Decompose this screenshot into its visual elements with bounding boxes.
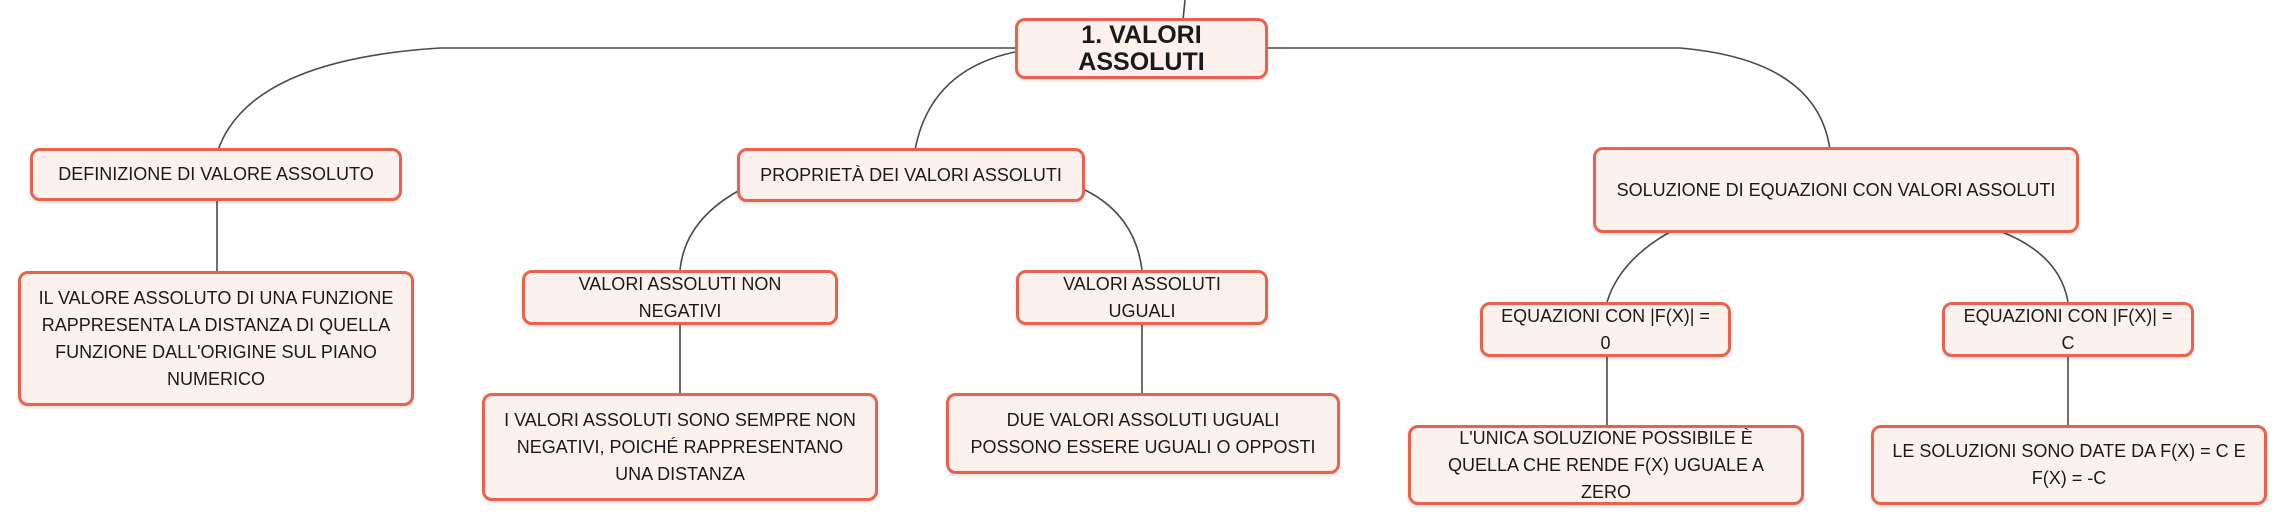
- node-definizione[interactable]: DEFINIZIONE DI VALORE ASSOLUTO: [30, 148, 402, 201]
- connector-soluzione-costante: [2001, 231, 2069, 303]
- node-soluzione[interactable]: SOLUZIONE DI EQUAZIONI CON VALORI ASSOLU…: [1593, 147, 2079, 233]
- node-uguali-detail[interactable]: DUE VALORI ASSOLUTI UGUALI POSSONO ESSER…: [946, 393, 1340, 474]
- node-non-negativi-detail[interactable]: I VALORI ASSOLUTI SONO SEMPRE NON NEGATI…: [482, 393, 878, 501]
- node-zero[interactable]: EQUAZIONI CON |F(X)| = 0: [1480, 302, 1731, 357]
- node-zero-detail-text: L'UNICA SOLUZIONE POSSIBILE È QUELLA CHE…: [1447, 427, 1765, 502]
- node-zero-detail[interactable]: L'UNICA SOLUZIONE POSSIBILE È QUELLA CHE…: [1408, 425, 1804, 505]
- node-costante-detail[interactable]: LE SOLUZIONI SONO DATE DA F(X) = C E F(X…: [1871, 425, 2267, 505]
- node-costante-label: EQUAZIONI CON |F(X)| = C: [1963, 305, 2173, 353]
- root-node[interactable]: 1. VALORI ASSOLUTI: [1015, 18, 1268, 79]
- node-definizione-label: DEFINIZIONE DI VALORE ASSOLUTO: [58, 164, 374, 184]
- node-proprieta[interactable]: PROPRIETÀ DEI VALORI ASSOLUTI: [737, 148, 1085, 202]
- connector-root-stub: [1182, 0, 1186, 21]
- node-non-negativi[interactable]: VALORI ASSOLUTI NON NEGATIVI: [522, 270, 838, 325]
- node-definizione-detail[interactable]: IL VALORE ASSOLUTO DI UNA FUNZIONE RAPPR…: [18, 271, 414, 406]
- node-proprieta-label: PROPRIETÀ DEI VALORI ASSOLUTI: [760, 164, 1062, 185]
- node-zero-label: EQUAZIONI CON |F(X)| = 0: [1501, 305, 1710, 353]
- node-uguali-label: VALORI ASSOLUTI UGUALI: [1063, 273, 1221, 321]
- node-uguali-detail-text: DUE VALORI ASSOLUTI UGUALI POSSONO ESSER…: [970, 409, 1316, 457]
- node-non-negativi-label: VALORI ASSOLUTI NON NEGATIVI: [578, 273, 782, 321]
- connector-root-soluzione: [1268, 47, 1831, 151]
- node-soluzione-label: SOLUZIONE DI EQUAZIONI CON VALORI ASSOLU…: [1616, 179, 2056, 200]
- connector-root-definizione: [217, 47, 1015, 151]
- node-costante-detail-text: LE SOLUZIONI SONO DATE DA F(X) = C E F(X…: [1892, 441, 2246, 488]
- connector-soluzione-zero: [1606, 231, 1671, 303]
- node-uguali[interactable]: VALORI ASSOLUTI UGUALI: [1016, 270, 1268, 325]
- connector-proprieta-uguali: [1084, 189, 1143, 271]
- node-costante[interactable]: EQUAZIONI CON |F(X)| = C: [1942, 302, 2194, 357]
- node-non-negativi-detail-text: I VALORI ASSOLUTI SONO SEMPRE NON NEGATI…: [504, 409, 856, 484]
- connector-proprieta-non-negativi: [679, 189, 741, 271]
- node-definizione-detail-text: IL VALORE ASSOLUTO DI UNA FUNZIONE RAPPR…: [38, 287, 394, 389]
- connector-root-proprieta: [914, 51, 1016, 151]
- root-label: 1. VALORI ASSOLUTI: [1078, 20, 1205, 76]
